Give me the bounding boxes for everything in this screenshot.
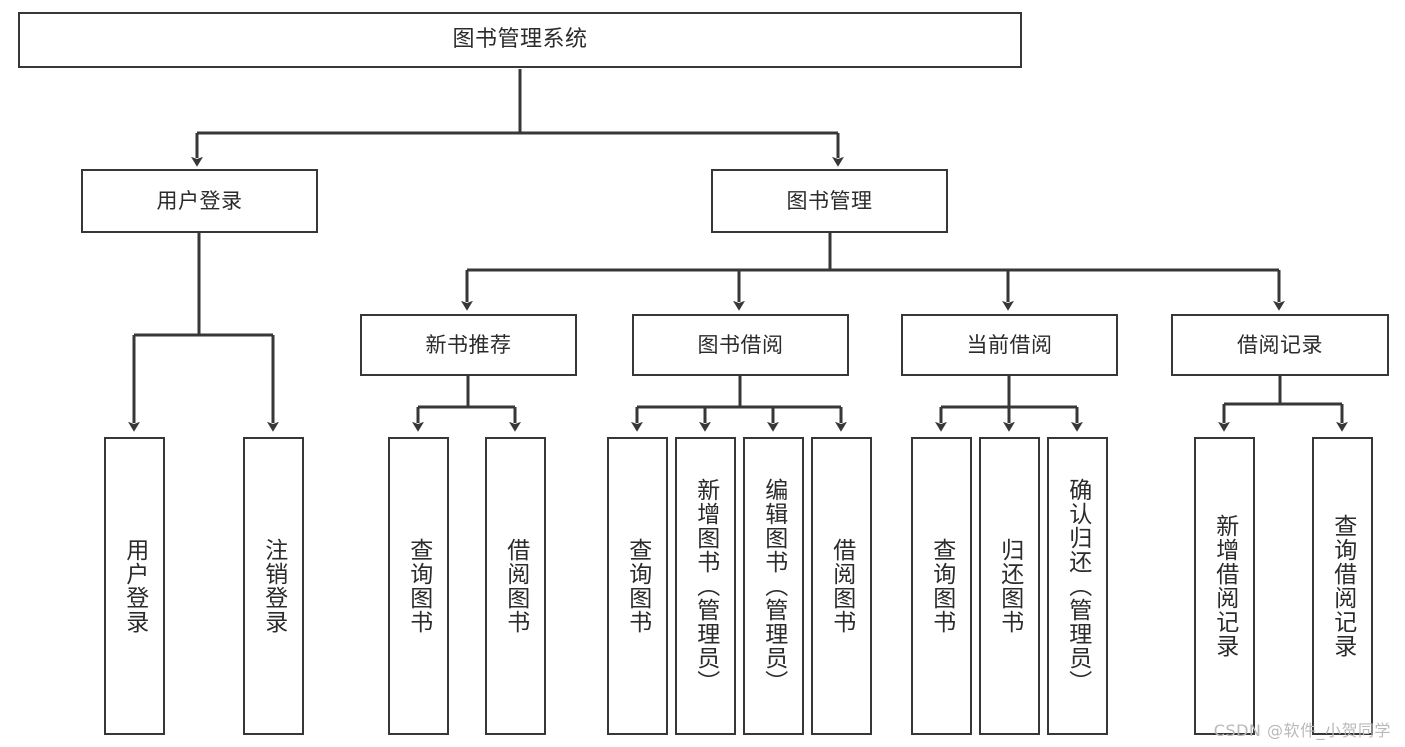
leaf-return-book-label: 归还图书	[996, 538, 1023, 634]
leaf-query-borrow-record[interactable]: 查询借阅记录	[1312, 437, 1373, 735]
leaf-query-book-borrow-label: 查询图书	[624, 538, 651, 634]
node-borrow-record-label: 借阅记录	[1237, 332, 1323, 357]
leaf-user-login[interactable]: 用户登录	[104, 437, 165, 735]
leaf-query-book-recommend[interactable]: 查询图书	[388, 437, 449, 735]
node-new-book-recommend[interactable]: 新书推荐	[360, 314, 577, 376]
node-borrow-record[interactable]: 借阅记录	[1171, 314, 1389, 376]
leaf-confirm-return-admin-label: 确认归还（管理员）	[1064, 478, 1091, 694]
leaf-return-book[interactable]: 归还图书	[979, 437, 1040, 735]
leaf-confirm-return-admin[interactable]: 确认归还（管理员）	[1047, 437, 1108, 735]
node-book-management[interactable]: 图书管理	[711, 169, 948, 233]
leaf-add-book-admin[interactable]: 新增图书（管理员）	[675, 437, 736, 735]
node-new-book-recommend-label: 新书推荐	[425, 332, 512, 357]
node-user-login-label: 用户登录	[156, 188, 243, 213]
node-current-borrow-label: 当前借阅	[966, 332, 1053, 357]
node-book-management-label: 图书管理	[786, 188, 873, 213]
leaf-borrow-book-recommend-label: 借阅图书	[502, 538, 529, 634]
leaf-edit-book-admin[interactable]: 编辑图书（管理员）	[743, 437, 804, 735]
leaf-user-login-label: 用户登录	[121, 538, 148, 634]
leaf-logout-label: 注销登录	[260, 538, 287, 634]
leaf-borrow-book-recommend[interactable]: 借阅图书	[485, 437, 546, 735]
node-current-borrow[interactable]: 当前借阅	[901, 314, 1118, 376]
leaf-add-borrow-record-label: 新增借阅记录	[1211, 514, 1238, 658]
node-book-borrow[interactable]: 图书借阅	[632, 314, 849, 376]
leaf-query-book-current[interactable]: 查询图书	[911, 437, 972, 735]
node-user-login[interactable]: 用户登录	[81, 169, 318, 233]
leaf-query-book-current-label: 查询图书	[928, 538, 955, 634]
leaf-query-book-recommend-label: 查询图书	[405, 538, 432, 634]
node-root-label: 图书管理系统	[452, 27, 588, 53]
leaf-borrow-book[interactable]: 借阅图书	[811, 437, 872, 735]
node-book-borrow-label: 图书借阅	[697, 332, 784, 357]
leaf-edit-book-admin-label: 编辑图书（管理员）	[760, 478, 787, 694]
leaf-query-book-borrow[interactable]: 查询图书	[607, 437, 668, 735]
leaf-logout[interactable]: 注销登录	[243, 437, 304, 735]
leaf-add-borrow-record[interactable]: 新增借阅记录	[1194, 437, 1255, 735]
leaf-query-borrow-record-label: 查询借阅记录	[1329, 514, 1356, 658]
node-root[interactable]: 图书管理系统	[18, 12, 1022, 68]
leaf-add-book-admin-label: 新增图书（管理员）	[692, 478, 719, 694]
watermark: CSDN @软件_小贺同学	[1213, 721, 1391, 740]
leaf-borrow-book-label: 借阅图书	[828, 538, 855, 634]
